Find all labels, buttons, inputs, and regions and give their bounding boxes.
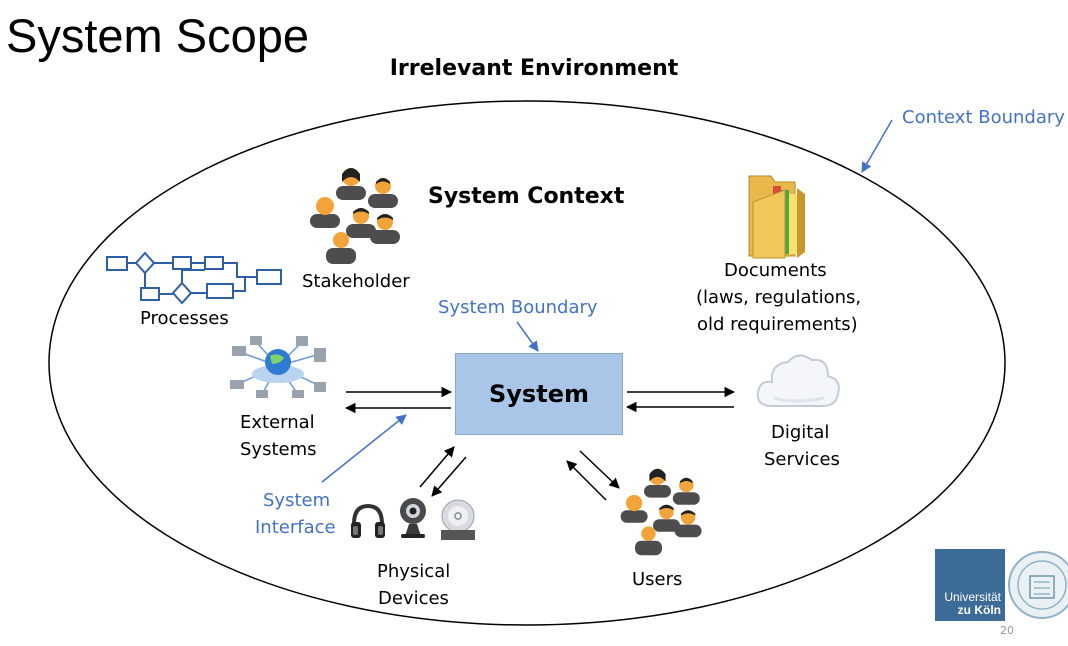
- digital-services-label-2: Services: [764, 449, 840, 470]
- webcam-icon: [400, 498, 426, 538]
- system-interface-label-2: Interface: [255, 517, 336, 538]
- irrelevant-environment-label: Irrelevant Environment: [389, 56, 679, 81]
- system-context-label: System Context: [428, 184, 625, 209]
- headphones-icon: [351, 503, 385, 538]
- documents-label-1: Documents: [724, 260, 827, 281]
- documents-label-2: (laws, regulations,: [696, 287, 862, 308]
- context-boundary-ellipse: [48, 100, 1006, 626]
- system-boundary-pointer: [516, 321, 539, 352]
- system-boundary-label: System Boundary: [438, 297, 598, 318]
- process-flow-icon: [106, 251, 282, 305]
- page-title: System Scope: [6, 9, 310, 62]
- context-boundary-label: Context Boundary: [902, 107, 1065, 128]
- logo-line-1: Universität: [944, 590, 1001, 604]
- cloud-icon: [756, 354, 840, 407]
- context-boundary-pointer: [861, 119, 893, 173]
- university-seal-icon: [1008, 551, 1068, 619]
- documents-label-3: old requirements): [697, 314, 858, 335]
- logo-line-2: zu Köln: [957, 603, 1001, 617]
- dvd-icon: [441, 499, 475, 540]
- external-systems-label-2: Systems: [240, 439, 317, 460]
- page-number: 20: [1000, 624, 1014, 637]
- physical-devices-label-1: Physical: [377, 561, 451, 582]
- university-logo: Universität zu Köln: [935, 549, 1005, 621]
- external-systems-label-1: External: [240, 412, 315, 433]
- people-group-icon: [310, 168, 400, 264]
- physical-devices-label-2: Devices: [378, 588, 449, 609]
- system-label: System: [489, 380, 589, 408]
- system-interface-label-1: System: [263, 490, 331, 511]
- system-box: System: [455, 353, 623, 435]
- stakeholder-label: Stakeholder: [302, 271, 410, 292]
- system-interface-pointer: [321, 414, 407, 483]
- processes-label: Processes: [140, 308, 229, 329]
- network-globe-icon: [230, 336, 326, 398]
- folder-documents-icon: [748, 175, 805, 259]
- users-group-icon: [620, 468, 702, 556]
- users-label: Users: [632, 569, 683, 590]
- arrow-devices-up: [419, 446, 455, 488]
- arrow-devices-down: [431, 456, 467, 497]
- digital-services-label-1: Digital: [771, 422, 830, 443]
- arrow-users-up: [566, 460, 607, 501]
- arrow-users-down: [579, 450, 620, 489]
